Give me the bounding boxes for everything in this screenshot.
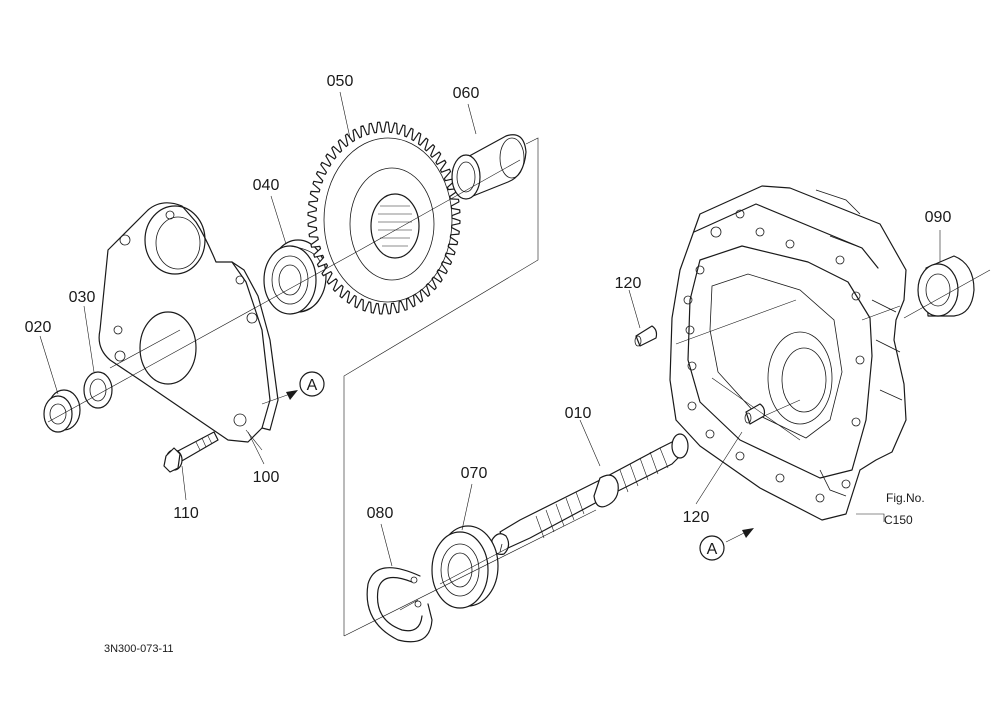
drawing-code: 3N300-073-11 (104, 643, 174, 655)
ref-marker-upper: A (261, 371, 325, 405)
bolt-110 (163, 431, 219, 473)
ref-label-a-lower: A (707, 541, 718, 558)
gear-050 (307, 121, 461, 315)
circlip-080 (366, 567, 433, 643)
label-030: 030 (69, 289, 96, 306)
bearing-070 (431, 525, 499, 609)
label-020: 020 (25, 319, 52, 336)
bearing-040 (263, 239, 327, 315)
oil-seal-090 (917, 255, 975, 317)
collar-030 (83, 371, 113, 409)
oil-seal-020 (43, 389, 81, 433)
ref-marker-lower: A (699, 528, 754, 561)
label-060: 060 (453, 85, 480, 102)
label-010: 010 (565, 405, 592, 422)
label-120-upper: 120 (615, 275, 642, 292)
label-080: 080 (367, 505, 394, 522)
fig-no-value: C150 (884, 513, 913, 527)
transmission-housing (669, 185, 907, 521)
collar-060 (451, 134, 527, 200)
leader-lines (39, 91, 941, 567)
label-120-lower: 120 (683, 509, 710, 526)
bracket-plate (98, 202, 279, 443)
label-050: 050 (327, 73, 354, 90)
pin-120-upper (634, 325, 658, 347)
label-110: 110 (173, 505, 199, 522)
assembly-lines (47, 137, 991, 637)
fig-no-label: Fig.No. (886, 491, 925, 505)
label-040: 040 (253, 177, 280, 194)
pto-shaft-010 (491, 433, 689, 555)
label-100: 100 (253, 469, 280, 486)
ref-label-a-upper: A (307, 377, 318, 394)
label-070: 070 (461, 465, 488, 482)
label-090: 090 (925, 209, 952, 226)
